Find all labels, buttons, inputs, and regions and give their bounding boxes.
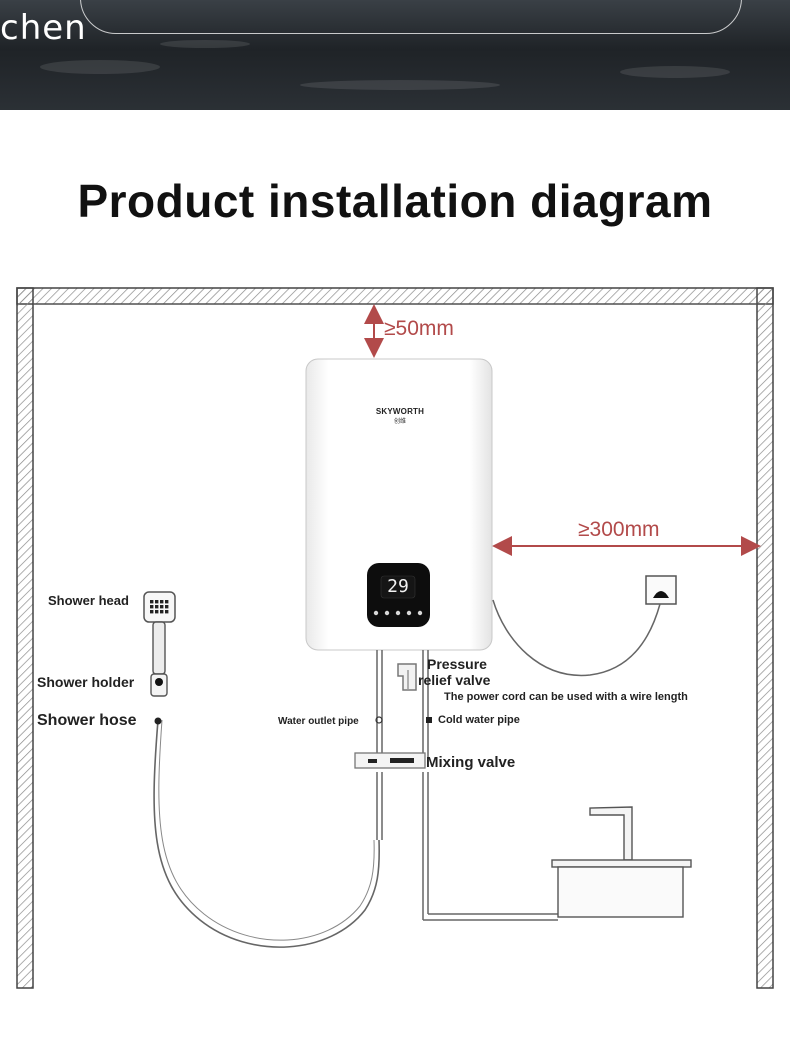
label-shower-hose: Shower hose — [37, 712, 137, 729]
hose-marker — [154, 717, 162, 725]
shower-holder — [150, 673, 168, 697]
label-mixing-valve: Mixing valve — [426, 754, 516, 771]
page-title: Product installation diagram — [77, 175, 713, 227]
outlet-marker — [375, 716, 383, 724]
faucet-icon — [589, 806, 633, 861]
brand-logo-sub: 创维 — [393, 419, 406, 425]
power-cord — [492, 599, 661, 677]
label-water-outlet: Water outlet pipe — [278, 716, 359, 727]
top-banner: chen — [0, 0, 790, 110]
label-shower-holder: Shower holder — [37, 674, 135, 690]
banner-outline — [80, 0, 742, 34]
label-cold-water: Cold water pipe — [438, 714, 520, 726]
label-pressure-relief-1: Pressure — [427, 656, 487, 672]
shower-hose — [153, 719, 381, 948]
water-ripple — [300, 80, 500, 90]
label-shower-head: Shower head — [48, 593, 129, 608]
side-clearance-label: ≥300mm — [578, 518, 660, 541]
label-power-cord: The power cord can be used with a wire l… — [444, 691, 688, 703]
pressure-relief-valve — [397, 663, 417, 691]
cold-marker — [426, 717, 432, 723]
brand-logo: SKYWORTH — [375, 407, 425, 416]
label-pressure-relief-2: relief valve — [418, 672, 491, 688]
water-ripple — [160, 40, 250, 48]
installation-diagram — [16, 287, 774, 989]
power-socket-icon — [645, 575, 677, 605]
watermark-text: chen — [0, 8, 87, 48]
top-clearance-label: ≥50mm — [384, 317, 454, 340]
water-ripple — [40, 60, 160, 74]
wall-frame — [16, 287, 774, 989]
shower-head-icon — [143, 591, 176, 675]
water-ripple — [620, 66, 730, 78]
mixing-valve — [354, 752, 426, 769]
water-heater — [305, 358, 493, 651]
sink — [551, 859, 692, 918]
display-temperature: 29 — [387, 576, 409, 597]
pipes — [376, 650, 558, 921]
